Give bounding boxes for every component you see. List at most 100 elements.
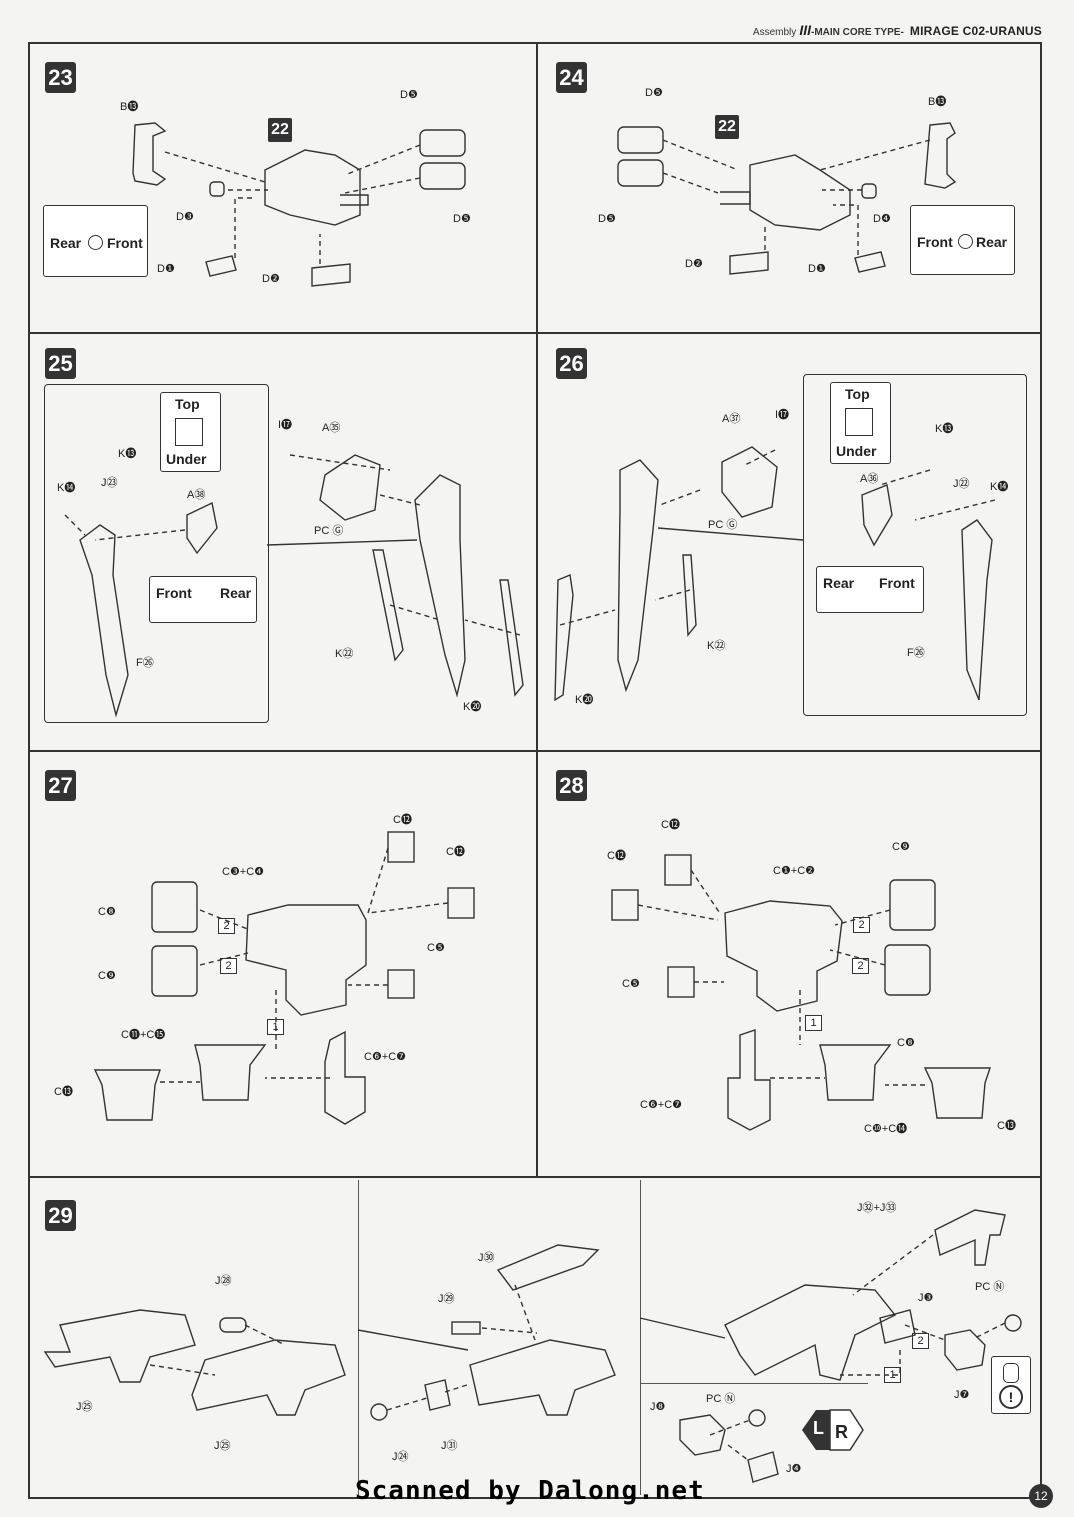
part-label: D❶ (808, 263, 826, 275)
part-label: F㉖ (907, 647, 925, 659)
part-label: C❶+C❷ (773, 865, 816, 877)
part-label: K㉒ (707, 640, 726, 652)
header-roman: III (799, 22, 812, 38)
note-under: Under (836, 443, 877, 459)
peg-shape (340, 194, 369, 206)
part-label: K⓴ (575, 694, 594, 706)
peg-shape (720, 191, 751, 205)
part-c5-shape (387, 969, 415, 999)
step29-drawing (43, 1209, 1022, 1483)
part-d5-shape (617, 159, 664, 187)
orientation-note: Front Rear (910, 205, 1015, 275)
part-c12-shape (611, 889, 639, 921)
torso-shape (749, 154, 851, 231)
part-a35-shape (319, 454, 381, 521)
order-marker: 2 (853, 917, 870, 933)
fin-shape (617, 459, 659, 693)
warning-icon: ! (999, 1385, 1023, 1409)
screw-icon (958, 234, 973, 249)
step-number: 29 (45, 1200, 76, 1231)
part-label: C⓬ (661, 819, 680, 831)
part-label: I⓱ (775, 409, 790, 421)
part-label: C❺ (622, 978, 640, 990)
part-label: K⓭ (118, 448, 137, 460)
step27-drawing (93, 831, 475, 1125)
fin-shape (414, 474, 466, 698)
part-label: PC Ⓝ (706, 1393, 736, 1405)
part-label: K⓭ (935, 423, 954, 435)
step-number: 24 (556, 62, 587, 93)
part-label: C❽ (98, 906, 116, 918)
part-f-shape (961, 519, 993, 701)
part-b-shape (924, 122, 957, 189)
part-label: J㉓ (101, 477, 118, 489)
part-label: C❾ (892, 841, 910, 853)
part-label: C⓬ (393, 814, 412, 826)
detail-inset (803, 374, 1027, 716)
part-c13-shape (93, 1069, 161, 1121)
caution-note: ! (991, 1356, 1031, 1414)
part-label: K⓮ (57, 482, 76, 494)
part-label: PC Ⓖ (708, 519, 738, 531)
part-label: C⓭ (997, 1120, 1016, 1132)
pc-n-shape (1004, 1314, 1022, 1332)
note-left: Rear (50, 235, 82, 251)
gun-half-shape (191, 1339, 346, 1416)
part-d2-shape (729, 251, 769, 275)
body-block-shape (724, 900, 843, 1012)
part-label: J㉘ (215, 1275, 232, 1287)
part-label: J㉚ (478, 1252, 495, 1264)
part-j29-shape (451, 1321, 481, 1335)
step28-drawing (611, 854, 991, 1131)
part-c13-shape (923, 1067, 991, 1119)
part-c6-shape (727, 1029, 771, 1131)
part-d5-shape (419, 162, 466, 190)
note-right: Front (107, 235, 143, 251)
gun-assembly-shape (469, 1339, 616, 1416)
part-c12-shape (447, 887, 475, 919)
part-label: C⓫+C⓯ (121, 1029, 166, 1041)
screw-icon (88, 235, 103, 250)
part-c8-shape (884, 944, 931, 996)
divider-29-b (640, 1180, 641, 1495)
part-label: A㊲ (722, 413, 741, 425)
step24-drawing (617, 122, 957, 275)
torso-shape (264, 149, 361, 226)
part-j28-shape (219, 1317, 247, 1333)
part-label: B⓭ (120, 101, 139, 113)
note-right: Rear (976, 234, 1008, 250)
part-a37-shape (721, 446, 778, 518)
part-label: J❹ (786, 1463, 802, 1475)
part-label: C❿+C⓮ (864, 1123, 908, 1135)
part-j30-shape (496, 1244, 600, 1291)
part-outline-icon (175, 418, 203, 446)
part-label: J㉒ (953, 478, 970, 490)
ref-badge: 22 (268, 118, 292, 142)
note-rear: Rear (823, 575, 855, 591)
part-j31-shape (424, 1379, 451, 1411)
leader-line (266, 539, 418, 546)
part-j3-shape (879, 1309, 916, 1344)
order-marker: 2 (852, 958, 869, 974)
leader-line (357, 1317, 726, 1351)
pc-part-icon (1003, 1363, 1019, 1383)
part-label: D❷ (262, 273, 280, 285)
detail-inset (44, 384, 269, 723)
note-top: Top (175, 396, 200, 412)
part-label: K⓴ (463, 701, 482, 713)
part-outline-icon (845, 408, 873, 436)
part-label: D❹ (873, 213, 891, 225)
part-d4-shape (861, 183, 877, 199)
header-section: Assembly (752, 27, 797, 38)
step23-drawing (132, 122, 466, 287)
lr-right: R (835, 1422, 848, 1442)
part-k22-shape (682, 554, 697, 637)
lr-arrows-icon (802, 1409, 864, 1451)
page-header: Assembly III-MAIN CORE TYPE- MIRAGE C02-… (753, 22, 1042, 38)
part-label: PC Ⓝ (975, 1281, 1005, 1293)
part-label: D❺ (645, 87, 663, 99)
part-label: C❻+C❼ (640, 1099, 683, 1111)
part-label: A㉟ (322, 422, 341, 434)
note-left: Front (917, 234, 953, 250)
part-b-shape (132, 122, 167, 186)
